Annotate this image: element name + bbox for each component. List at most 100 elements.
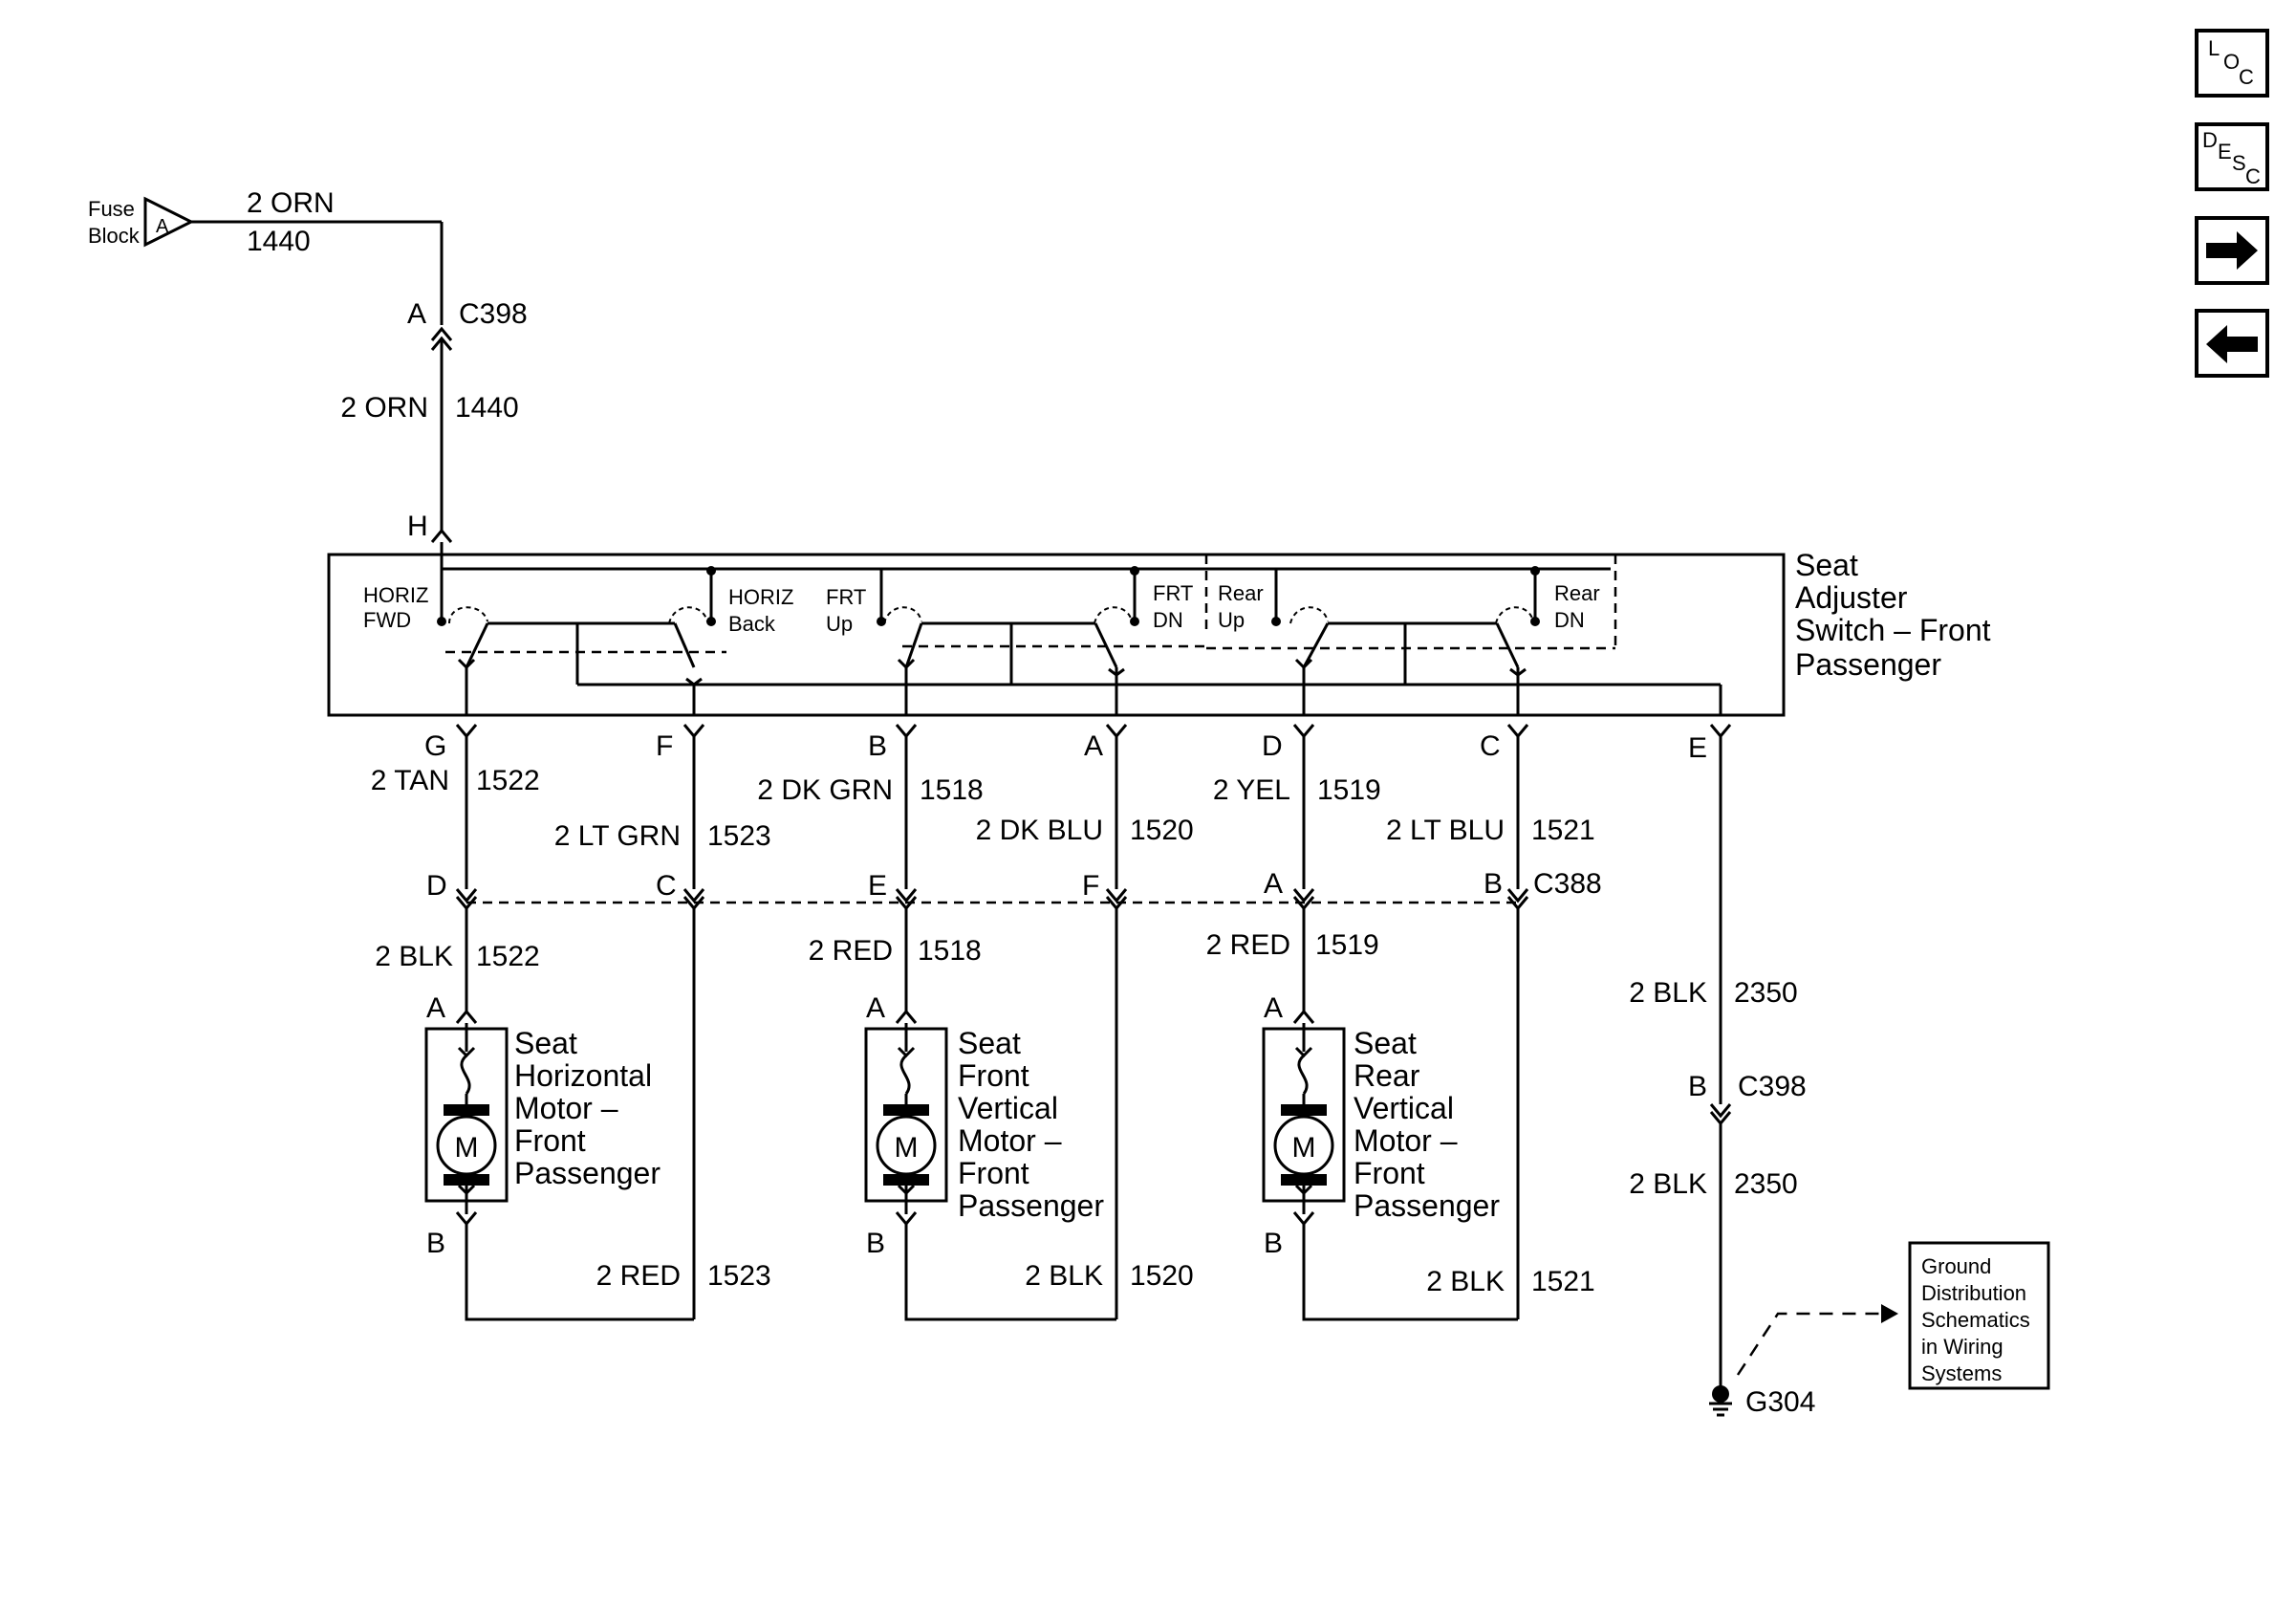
- wire-1520-circuit: 1520: [1130, 815, 1194, 846]
- ground-lower-circuit: 2350: [1734, 1168, 1798, 1200]
- ground-c398-pin: B: [1688, 1071, 1707, 1102]
- frt-dn-label-2: DN: [1153, 608, 1183, 632]
- front-vertical-motor-label-1: Seat: [958, 1026, 1021, 1060]
- mid-wire-gauge: 2 ORN: [340, 392, 428, 424]
- front-vertical-motor-label-2: Front: [958, 1058, 1029, 1093]
- loc-button[interactable]: [2195, 29, 2269, 98]
- switch-pin-c: C: [1480, 730, 1501, 762]
- wire-1519-gauge: 2 YEL: [1213, 774, 1290, 806]
- switch-title-1: Seat: [1795, 548, 1858, 582]
- mid-wire-circuit: 1440: [455, 392, 519, 424]
- front-vertical-motor-label-5: Front: [958, 1156, 1029, 1190]
- return-wire-1523-gauge: 2 RED: [596, 1260, 681, 1292]
- rear-up-label-2: Up: [1218, 608, 1245, 632]
- front-vertical-motor-label-6: Passenger: [958, 1188, 1104, 1223]
- horizontal-motor-label-1: Seat: [514, 1026, 577, 1060]
- ground-upper-gauge: 2 BLK: [1629, 977, 1707, 1009]
- ground-ref-line-4: in Wiring: [1921, 1335, 2004, 1359]
- desc-letter-s: S: [2232, 151, 2246, 175]
- c388-connector-label: C388: [1533, 868, 1602, 900]
- wire-1521-circuit: 1521: [1531, 815, 1595, 846]
- ground-distribution-ref-box[interactable]: [1908, 1241, 2050, 1390]
- ground-g304-label: G304: [1745, 1386, 1815, 1418]
- fuse-triangle: [143, 196, 195, 248]
- ground-ref-line-5: Systems: [1921, 1361, 2002, 1385]
- switch-pin-e: E: [1688, 732, 1707, 764]
- rear-vertical-motor-label-1: Seat: [1354, 1026, 1417, 1060]
- wire-1521-gauge: 2 LT BLU: [1386, 815, 1505, 846]
- desc-letter-e: E: [2218, 140, 2232, 163]
- horizontal-motor-label-2: Horizontal: [514, 1058, 652, 1093]
- h-pin-connector: [430, 528, 453, 543]
- c388-pin-c: C: [656, 870, 677, 902]
- front-vertical-motor-symbol: M: [895, 1132, 919, 1164]
- horiz-back-label-2: Back: [728, 612, 776, 636]
- wire-1519-circuit: 1519: [1317, 774, 1381, 806]
- ground-c398-connector: C398: [1738, 1071, 1807, 1102]
- ground-lower-gauge: 2 BLK: [1629, 1168, 1707, 1200]
- desc-button[interactable]: [2195, 122, 2269, 191]
- wire-1520-gauge: 2 DK BLU: [976, 815, 1103, 846]
- lower-wire-1522-gauge: 2 BLK: [375, 941, 453, 972]
- horizontal-motor-label-3: Motor –: [514, 1091, 618, 1125]
- c398-top-pin: A: [407, 298, 426, 330]
- return-wire-1521-gauge: 2 BLK: [1426, 1266, 1505, 1297]
- switch-title-4: Passenger: [1795, 647, 1941, 682]
- fuse-label-2: Block: [88, 224, 141, 248]
- switch-pin-a: A: [1084, 730, 1103, 762]
- ground-ref-line-2: Distribution: [1921, 1281, 2026, 1305]
- rear-vertical-motor-symbol: M: [1292, 1132, 1316, 1164]
- frt-up-label-1: FRT: [826, 585, 866, 609]
- arrow-right-icon: [2206, 231, 2258, 270]
- wire-1518-circuit: 1518: [920, 774, 984, 806]
- front-vertical-motor-pin-b: B: [866, 1228, 885, 1259]
- arrow-left-icon: [2206, 325, 2258, 363]
- c398-top-connector: [430, 326, 453, 351]
- horizontal-motor-label-4: Front: [514, 1123, 586, 1158]
- wire-1522-gauge: 2 TAN: [371, 765, 449, 796]
- front-vertical-motor-pin-a: A: [866, 992, 885, 1024]
- rear-vertical-motor-label-4: Motor –: [1354, 1123, 1458, 1158]
- rear-vertical-motor-label-5: Front: [1354, 1156, 1425, 1190]
- rear-dn-label-1: Rear: [1554, 581, 1600, 605]
- fuse-label-1: Fuse: [88, 197, 135, 221]
- lower-wire-1522-circuit: 1522: [476, 941, 540, 972]
- rear-vertical-motor-pin-b: B: [1264, 1228, 1283, 1259]
- front-vertical-motor-label-3: Vertical: [958, 1091, 1058, 1125]
- return-wire-1523-circuit: 1523: [707, 1260, 771, 1292]
- switch-pin-d: D: [1262, 730, 1283, 762]
- loc-letter-l: L: [2208, 36, 2220, 60]
- rear-dn-label-2: DN: [1554, 608, 1585, 632]
- return-wire-1520-gauge: 2 BLK: [1025, 1260, 1103, 1292]
- ground-ref-line-3: Schematics: [1921, 1308, 2030, 1332]
- c388-pin-f: F: [1082, 870, 1099, 902]
- switch-pin-f: F: [656, 730, 673, 762]
- loc-letter-o: O: [2223, 50, 2240, 74]
- c388-pin-a: A: [1264, 868, 1283, 900]
- top-wire-circuit: 1440: [247, 226, 311, 257]
- c388-pin-b: B: [1484, 868, 1503, 900]
- frt-up-label-2: Up: [826, 612, 853, 636]
- c388-pin-d: D: [426, 870, 447, 902]
- switch-title-2: Adjuster: [1795, 580, 1908, 615]
- switch-title-3: Switch – Front: [1795, 613, 1991, 647]
- fuse-pin: A: [156, 216, 169, 237]
- wire-1523-gauge: 2 LT GRN: [554, 820, 681, 852]
- next-button[interactable]: [2195, 216, 2269, 285]
- lower-wire-1518-gauge: 2 RED: [809, 935, 893, 967]
- lower-wire-1519-gauge: 2 RED: [1206, 929, 1290, 961]
- rear-vertical-motor-label-2: Rear: [1354, 1058, 1420, 1093]
- top-wire-gauge: 2 ORN: [247, 187, 335, 219]
- ground-ref-line-1: Ground: [1921, 1254, 1991, 1278]
- horizontal-motor-label-5: Passenger: [514, 1156, 661, 1190]
- prev-button[interactable]: [2195, 309, 2269, 378]
- wire-1518-gauge: 2 DK GRN: [757, 774, 893, 806]
- rear-up-label-1: Rear: [1218, 581, 1264, 605]
- desc-letter-c: C: [2245, 164, 2261, 188]
- rear-vertical-motor-label-3: Vertical: [1354, 1091, 1454, 1125]
- horiz-back-label-1: HORIZ: [728, 585, 793, 609]
- loc-letter-c: C: [2239, 65, 2254, 89]
- switch-box: [327, 553, 1786, 717]
- return-wire-1521-circuit: 1521: [1531, 1266, 1595, 1297]
